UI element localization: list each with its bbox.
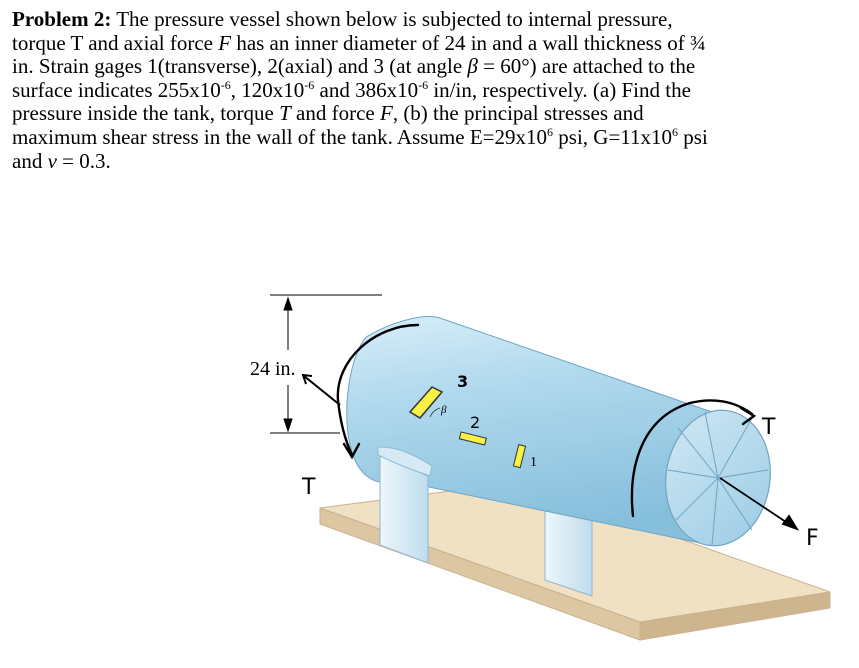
torque-left-arrow [336, 323, 420, 460]
problem-line-7a: and [12, 148, 48, 173]
exponent: -6 [418, 77, 429, 92]
beta-symbol: β [467, 54, 478, 79]
force-symbol: F [379, 101, 393, 126]
strain-gage-2: 2 [458, 413, 487, 446]
beta-angle-marker: β [429, 404, 447, 418]
problem-line-5c: , (b) the principal stresses and [392, 101, 644, 126]
problem-line-4b: , 120x10 [230, 77, 305, 102]
end-cap-seams [667, 411, 769, 546]
exponent: -6 [220, 77, 231, 92]
gage-1-label: 1 [530, 455, 537, 470]
problem-line-2a: torque T and axial force [12, 30, 219, 55]
strain-gage-1: 1 [512, 443, 537, 470]
problem-line-4a: surface indicates 255x10 [12, 77, 221, 102]
gage-3-label: 3 [457, 372, 468, 391]
support-left [377, 446, 433, 564]
beta-label: β [440, 404, 447, 416]
problem-statement: Problem 2: The pressure vessel shown bel… [12, 7, 852, 173]
torque-left-label: T [301, 475, 316, 500]
force-symbol: F [218, 30, 232, 55]
torque-right-arrow [630, 399, 757, 518]
problem-line-6b: psi, G=11x10 [553, 124, 673, 149]
dimension-24in [270, 294, 382, 434]
problem-line-7b: = 0.3. [56, 148, 111, 173]
problem-heading: Problem 2: [12, 7, 112, 31]
problem-line-3b: = 60°) are attached to the [477, 54, 696, 79]
exponent: 6 [547, 124, 554, 139]
problem-line-3a: in. Strain gages 1(transverse), 2(axial)… [12, 54, 468, 79]
problem-line-6c: psi [678, 124, 708, 149]
nu-symbol: ν [47, 148, 57, 173]
force-arrow [719, 477, 800, 531]
problem-line-5b: and force [290, 101, 380, 126]
dimension-pointer [301, 373, 341, 406]
exponent: 6 [672, 124, 679, 139]
problem-line-4c: and 386x10 [314, 77, 419, 102]
problem-line-4d: in/in, respectively. (a) Find the [428, 77, 691, 102]
problem-line-5a: pressure inside the tank, torque [12, 101, 280, 126]
problem-line-2b: has an inner diameter of 24 in and a wal… [231, 30, 706, 55]
problem-line-6a: maximum shear stress in the wall of the … [12, 124, 548, 149]
strain-gage-3: 3 [408, 372, 468, 419]
gage-2-label: 2 [470, 413, 480, 432]
problem-line-1: The pressure vessel shown below is subje… [111, 7, 673, 31]
exponent: -6 [304, 77, 315, 92]
force-label: F [806, 526, 819, 551]
tank-body [346, 316, 771, 547]
torque-right-label: T [761, 415, 776, 440]
torque-symbol: T [279, 101, 291, 126]
dimension-label: 24 in. [250, 358, 296, 380]
